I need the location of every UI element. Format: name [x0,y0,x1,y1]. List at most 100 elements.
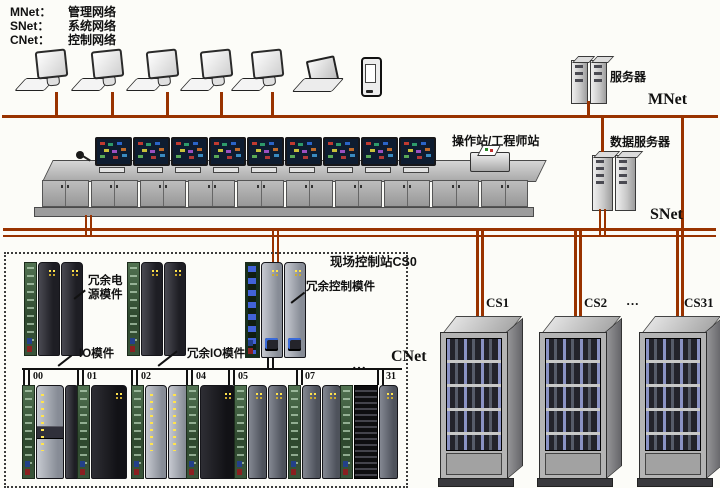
console-monitor-icon [209,137,246,166]
redundant-io-module-icon [131,385,190,479]
console-door [42,180,89,207]
cs2-snet-link [579,231,582,322]
cs0-enclosure [4,252,408,488]
console-keyboard [403,167,429,173]
server-tower [571,60,588,104]
console-cabinet-doors [42,180,528,207]
data-server-icon [592,155,636,211]
module-backplane [131,385,144,479]
cnet-tap [377,368,379,385]
server-tower [615,155,636,211]
io-module-number: 31 [386,371,396,382]
laptop-icon [291,55,346,94]
power-module-label-line1: 冗余电 [88,275,123,287]
io-tower [91,385,127,479]
module-backplane [186,385,199,479]
legend-key-mnet: MNet： [10,5,52,19]
cabinet-side-face [705,317,720,480]
io-tower [322,385,341,479]
io-module-icon [186,385,236,479]
operator-station-label: 操作站/工程师站 [452,134,540,148]
console-keyboard [99,167,125,173]
cs1-snet-link [476,231,479,322]
monitor-icon [250,48,285,80]
cnet-tap [382,368,384,385]
io-module-number: 02 [141,371,151,382]
redundant-controller-module-icon [245,262,306,358]
console-monitor-icon [133,137,170,166]
redundant-io-module-icon [288,385,341,479]
cs2-snet-link [574,231,577,322]
monitor-icon [145,48,180,80]
cnet-tap [28,368,30,385]
module-backplane [77,385,90,479]
console-door [334,180,382,207]
laptop-base [291,78,345,92]
server-icon [571,60,607,104]
snet-label: SNet [650,206,683,223]
console-base [34,207,534,217]
control-cabinet-icon [637,316,720,487]
console-keyboard [213,167,239,173]
io-tower [145,385,167,479]
io-tower [36,385,64,479]
console-snet-link [85,215,87,236]
legend-value-cnet: 控制网络 [68,33,117,47]
io-tower [248,385,267,479]
mnet-snet-riser [681,118,684,229]
controller-tower [261,262,283,358]
cabinet-front [440,332,508,480]
mnet-drop-line [55,92,58,116]
snet-bus [3,228,716,231]
module-band [37,426,63,440]
cabinet-blank-panel [645,453,701,475]
console-monitor-icon [95,137,132,166]
console-door [90,180,138,207]
power-tower [164,262,186,356]
module-backplane [22,385,35,479]
cnet-ellipsis: … [352,358,366,373]
io-module-number: 01 [87,371,97,382]
console-keyboard [327,167,353,173]
cabinet-front [639,332,707,480]
cabinet-side-face [506,317,523,480]
io-tower [379,385,398,479]
mnet-label: MNet [648,91,688,108]
legend-value-snet: 系统网络 [68,19,117,33]
console-monitor-icon [361,137,398,166]
printer-icon [470,148,510,172]
workstation-icon [230,48,296,100]
cs31-snet-link [681,231,684,322]
cnet-tap [186,368,188,385]
cs1-label: CS1 [486,295,510,310]
console-monitor-icon [171,137,208,166]
workstation-icon [70,48,136,100]
io-tower [302,385,321,479]
console-monitor-icon [399,137,436,166]
cs1-snet-link [481,231,484,322]
cs31-snet-link [676,231,679,322]
redundant-io-module-icon [234,385,287,479]
cabinet-module-racks [446,338,502,451]
mnet-drop-line [220,92,223,116]
console-keyboard [289,167,315,173]
io-module-number: 07 [305,371,315,382]
cabinet-front [539,332,607,480]
console-monitor-icon [247,137,284,166]
cnet-tap [23,368,25,385]
console-keyboard [175,167,201,173]
cabinet-base [438,478,514,487]
cnet-bus [22,368,402,370]
console-keyboard [137,167,163,173]
workstation-icon [125,48,191,100]
module-backplane [340,385,353,479]
mnet-bus [2,115,718,118]
console-door [432,180,480,207]
controller-module-label: 冗余控制模件 [306,281,375,293]
legend-key-snet: SNet： [10,19,50,33]
control-cabinet-icon [438,316,524,487]
mnet-drop-line [166,92,169,116]
dataserver-snet-link [599,209,601,236]
redundant-power-module-icon [127,262,186,356]
